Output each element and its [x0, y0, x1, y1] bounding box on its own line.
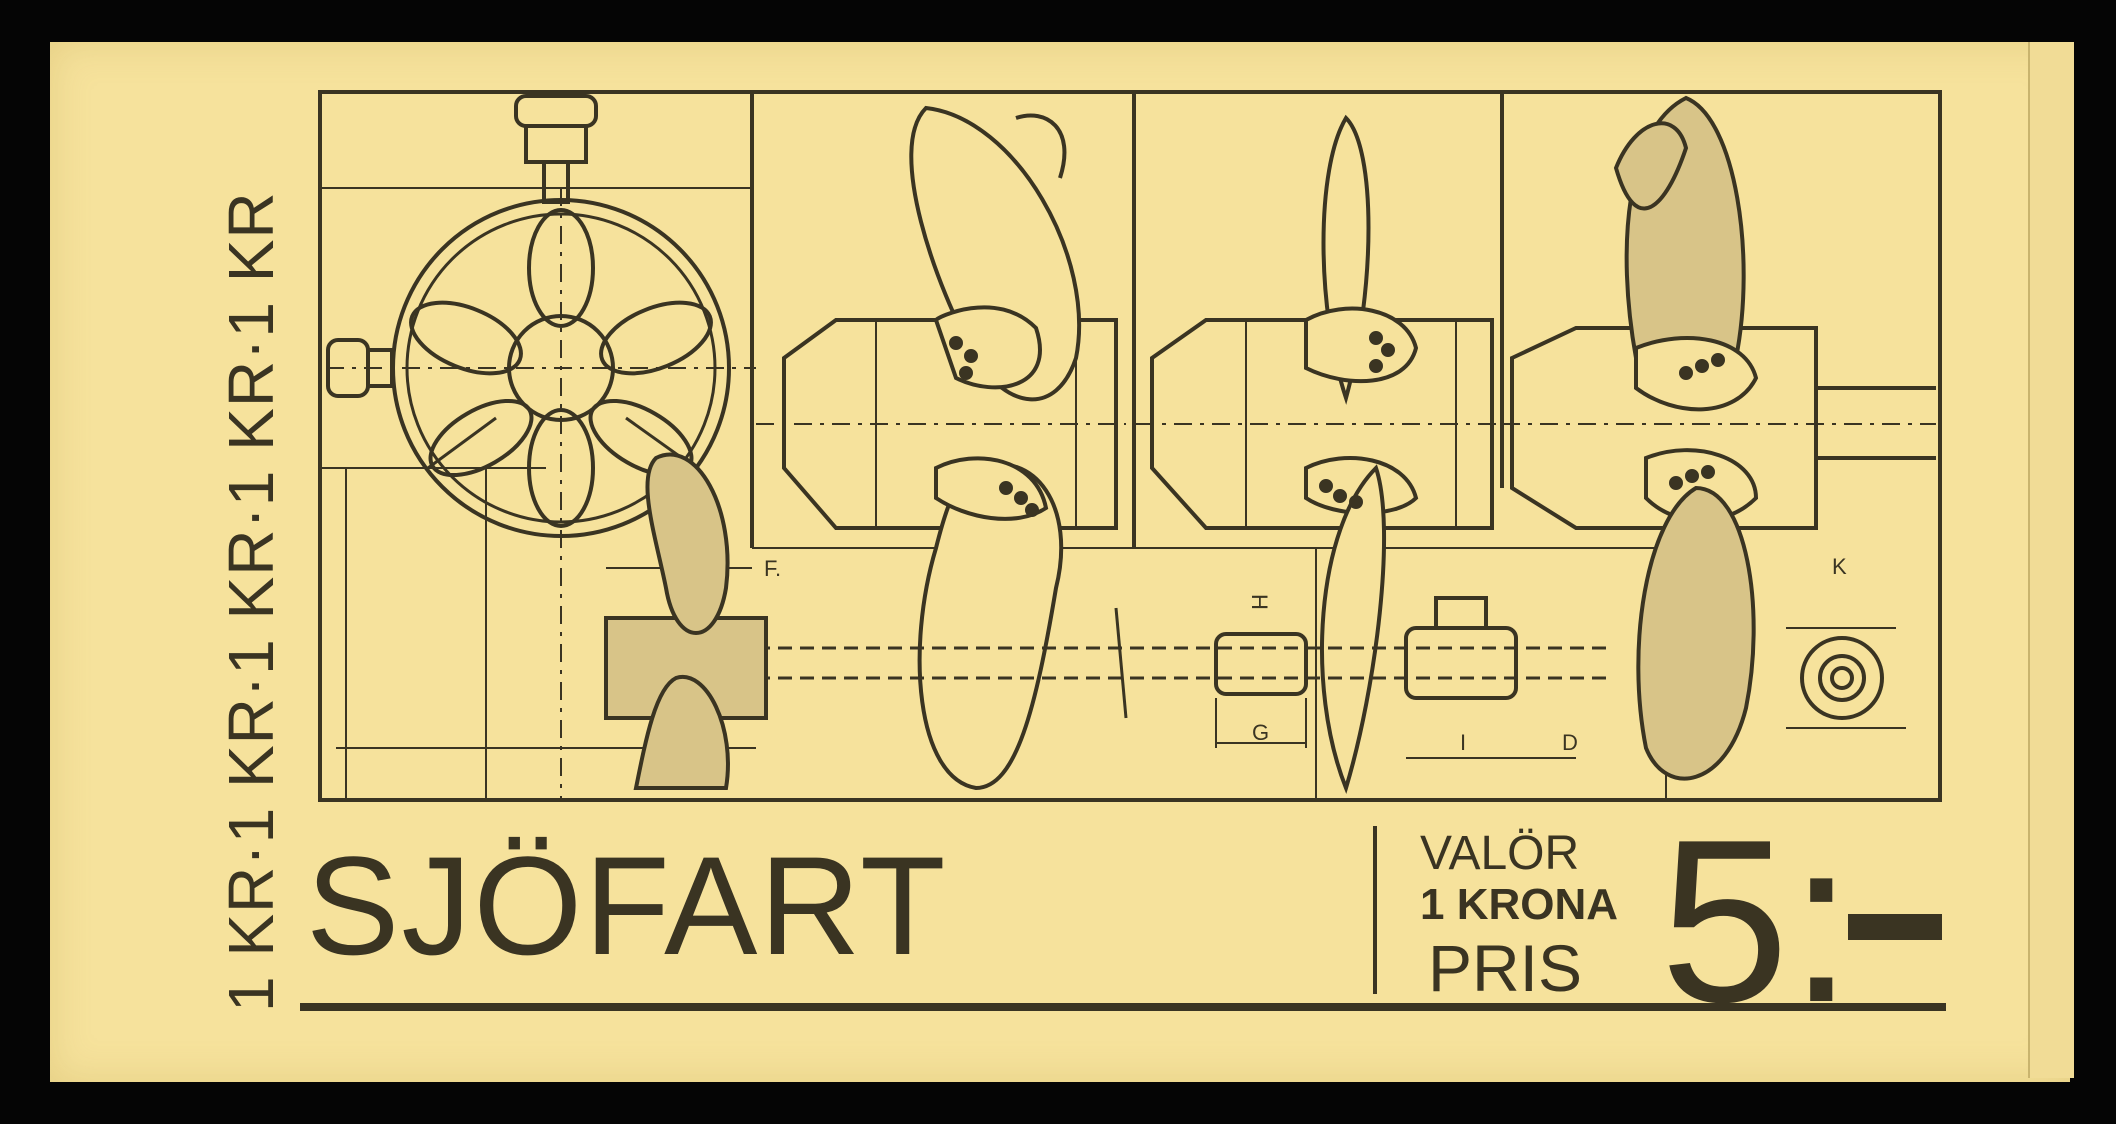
price-label: PRIS: [1428, 931, 1583, 1005]
valor-label: VALÖR: [1420, 827, 1580, 880]
booklet-edge: [2028, 42, 2074, 1078]
label-k: K: [1832, 554, 1847, 579]
label-h: H: [1247, 594, 1272, 610]
denomination-label: 1 KRONA: [1420, 880, 1619, 929]
booklet-title: SJÖFART: [306, 827, 948, 984]
bottom-rule: [300, 1003, 1946, 1011]
label-f: F.: [764, 556, 781, 581]
side-denomination-text: 1 KR·1 KR·1 KR·1 KR·1 KR: [215, 191, 287, 1012]
label-i: I: [1460, 730, 1466, 755]
price-dash: [1848, 914, 1942, 940]
ship-propeller-drawing: F. H G I D K: [318, 90, 1942, 802]
label-g: G: [1252, 720, 1269, 745]
price-divider: [1373, 826, 1377, 994]
price-value: 5:: [1660, 792, 1854, 1051]
label-d: D: [1562, 730, 1578, 755]
